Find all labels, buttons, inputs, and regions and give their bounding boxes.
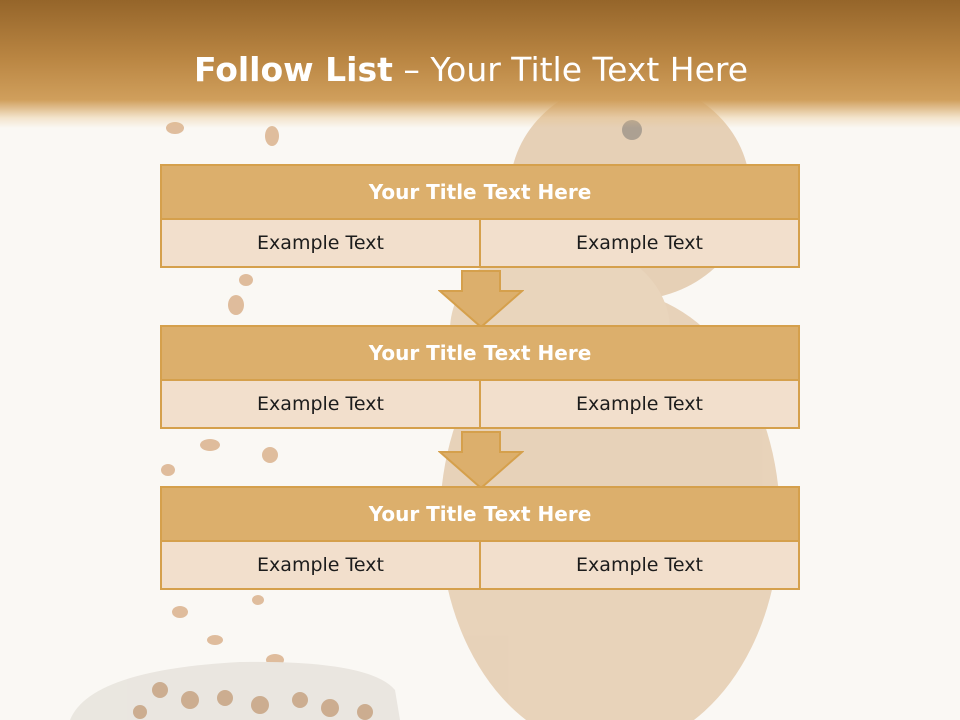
slide-title-bold: Follow List — [193, 50, 393, 89]
block-row: Example Text Example Text — [160, 379, 800, 429]
list-block-3: Your Title Text Here Example Text Exampl… — [160, 486, 800, 590]
block-row: Example Text Example Text — [160, 218, 800, 268]
block-cell-right: Example Text — [479, 379, 800, 429]
list-block-2: Your Title Text Here Example Text Exampl… — [160, 325, 800, 429]
down-arrow-icon — [438, 431, 524, 490]
block-title: Your Title Text Here — [160, 164, 800, 220]
slide-title-rest: – Your Title Text Here — [392, 50, 749, 89]
block-row: Example Text Example Text — [160, 540, 800, 590]
block-cell-left: Example Text — [160, 379, 481, 429]
block-title: Your Title Text Here — [160, 325, 800, 381]
block-cell-left: Example Text — [160, 218, 481, 268]
block-title: Your Title Text Here — [160, 486, 800, 542]
header-band — [0, 0, 960, 128]
block-cell-right: Example Text — [479, 218, 800, 268]
slide-title: Follow List – Your Title Text Here — [0, 50, 942, 89]
down-arrow-icon — [438, 270, 524, 329]
list-block-1: Your Title Text Here Example Text Exampl… — [160, 164, 800, 268]
block-cell-left: Example Text — [160, 540, 481, 590]
block-cell-right: Example Text — [479, 540, 800, 590]
